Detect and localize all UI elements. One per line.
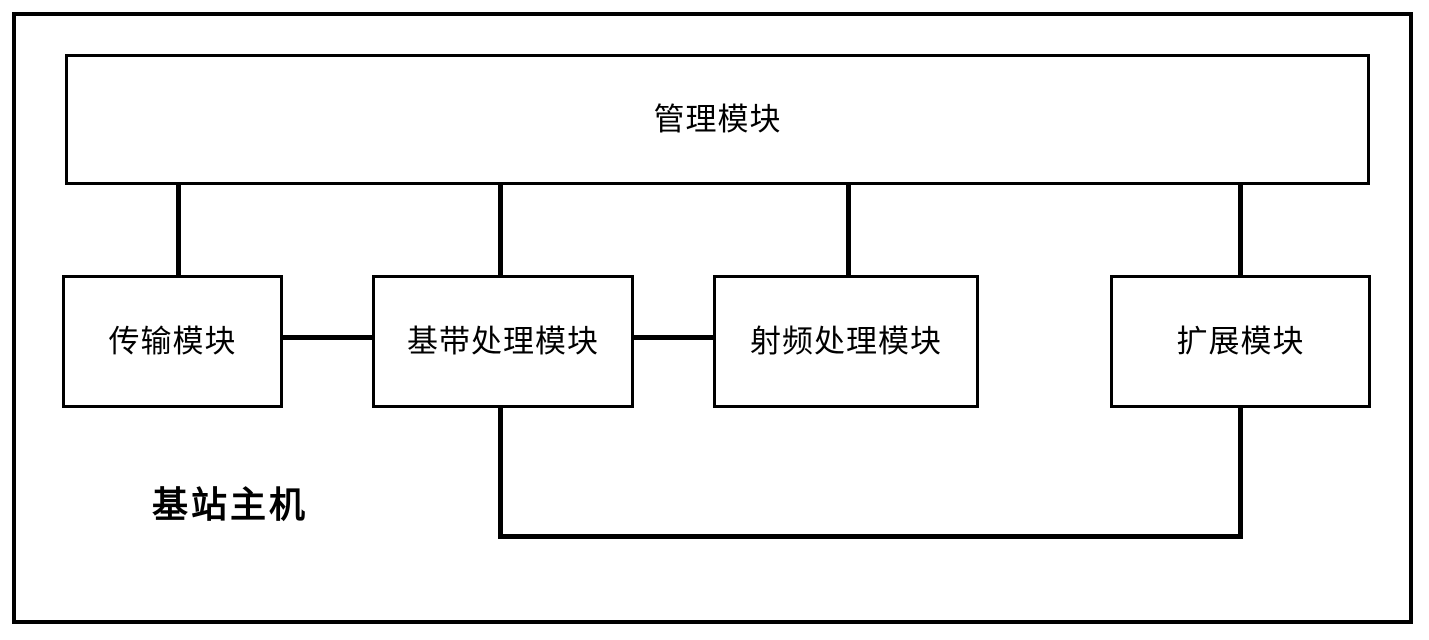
module-label-rf: 射频处理模块 <box>750 324 942 359</box>
base-station-host-enclosure <box>12 12 1413 624</box>
module-box-rf[interactable]: 射频处理模块 <box>713 275 979 408</box>
connector-management-to-rf <box>846 183 851 277</box>
connector-baseband-to-rf <box>632 335 715 340</box>
chassis-caption: 基站主机 <box>152 485 309 525</box>
connector-management-to-transmission <box>176 183 181 277</box>
connector-transmission-to-baseband <box>281 335 374 340</box>
module-label-extension: 扩展模块 <box>1176 324 1305 359</box>
module-label-management: 管理模块 <box>653 102 782 137</box>
module-box-management[interactable]: 管理模块 <box>65 54 1370 185</box>
connector-baseband-to-extension-right-leg <box>1238 405 1243 539</box>
connector-baseband-to-extension-left-leg <box>498 405 503 539</box>
module-label-baseband: 基带处理模块 <box>407 324 599 359</box>
module-box-extension[interactable]: 扩展模块 <box>1110 275 1371 408</box>
connector-baseband-to-extension-bottom-run <box>498 534 1243 539</box>
module-box-transmission[interactable]: 传输模块 <box>62 275 283 408</box>
module-label-transmission: 传输模块 <box>108 324 237 359</box>
connector-management-to-baseband <box>498 183 503 277</box>
module-box-baseband[interactable]: 基带处理模块 <box>372 275 634 408</box>
connector-management-to-extension <box>1238 183 1243 277</box>
